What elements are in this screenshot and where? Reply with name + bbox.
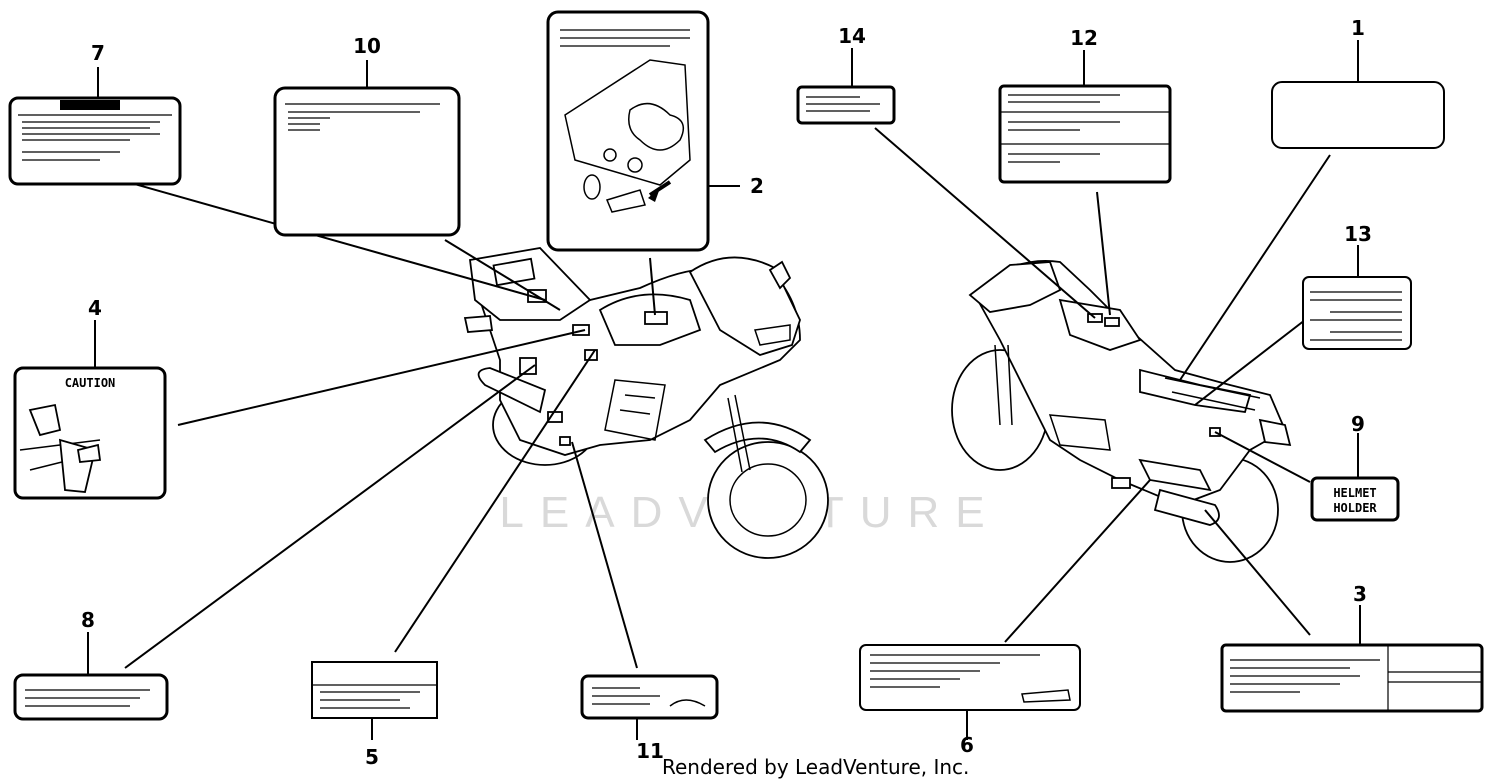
callout-13: 13 <box>1344 222 1372 246</box>
callout-9: 9 <box>1351 412 1365 436</box>
decal-3 <box>1220 643 1484 713</box>
decal-11 <box>580 674 719 720</box>
decal-10 <box>273 86 461 237</box>
motorcycle-left-view <box>463 247 829 559</box>
decal-5 <box>311 661 438 719</box>
caution-text: CAUTION <box>65 376 116 390</box>
decal-4-caution: CAUTION <box>13 366 167 500</box>
callout-8: 8 <box>81 608 95 632</box>
decal-14 <box>796 85 896 125</box>
callout-numbers: 7 10 2 4 8 5 11 14 12 1 13 9 3 6 <box>81 16 1372 769</box>
callout-4: 4 <box>88 296 102 320</box>
callout-3: 3 <box>1353 582 1367 606</box>
decal-2 <box>546 10 710 252</box>
decal-9-helmet-holder: HELMET HOLDER <box>1310 476 1400 522</box>
helmet-text-line1: HELMET <box>1333 486 1376 500</box>
footer-credit: Rendered by LeadVenture, Inc. <box>662 755 969 779</box>
callout-7: 7 <box>91 41 105 65</box>
decal-12 <box>998 84 1172 184</box>
callout-5: 5 <box>365 745 379 769</box>
decal-6 <box>859 644 1081 711</box>
callout-11: 11 <box>636 739 664 763</box>
callout-10: 10 <box>353 34 381 58</box>
decal-8 <box>13 673 169 721</box>
callout-12: 12 <box>1070 26 1098 50</box>
helmet-text-line2: HOLDER <box>1333 501 1377 515</box>
decal-7 <box>8 96 182 186</box>
motorcycle-right-view <box>951 260 1292 563</box>
callout-6: 6 <box>960 733 974 757</box>
decal-13 <box>1302 276 1412 350</box>
callout-2: 2 <box>750 174 764 198</box>
callout-14: 14 <box>838 24 866 48</box>
decal-1 <box>1271 81 1445 149</box>
callout-1: 1 <box>1351 16 1365 40</box>
leader-lines <box>84 40 1361 740</box>
